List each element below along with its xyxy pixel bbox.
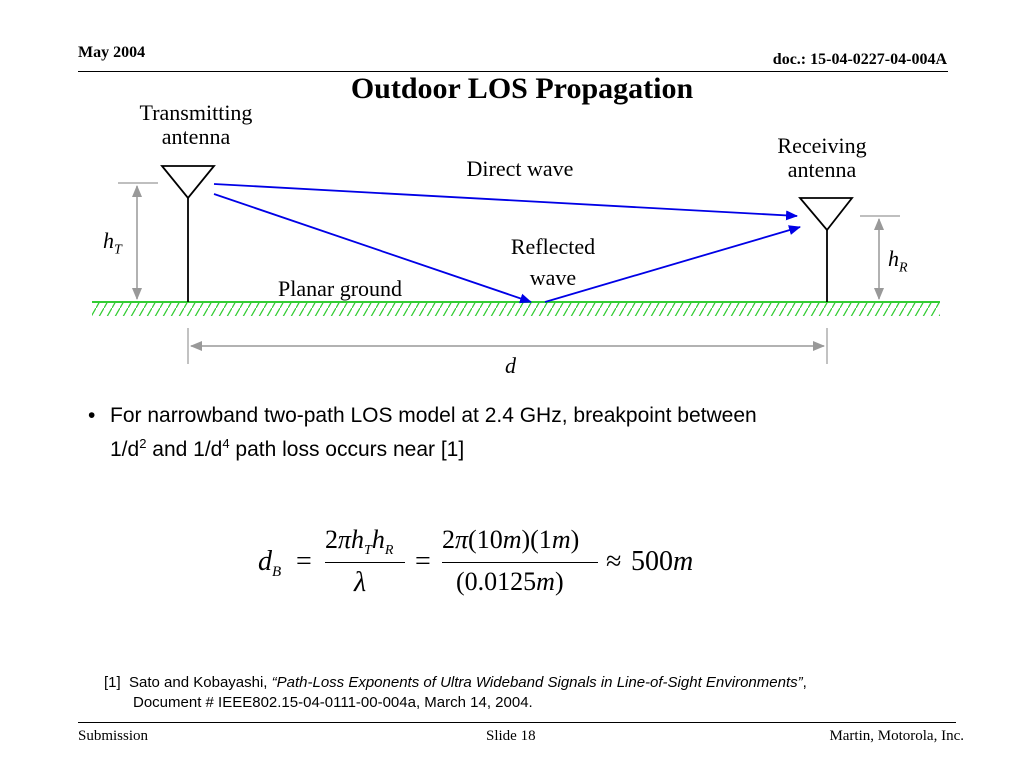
eq-num2-m2: m bbox=[551, 525, 571, 554]
eq-fraction-bar-1 bbox=[325, 562, 405, 563]
rx-height-dimension bbox=[860, 215, 900, 300]
reflected-label-line2: wave bbox=[529, 265, 577, 290]
direct-wave-label: Direct wave bbox=[466, 156, 574, 181]
two-path-diagram bbox=[92, 165, 940, 364]
distance-dimension bbox=[187, 328, 828, 364]
eq-lambda: λ bbox=[354, 567, 367, 598]
eq-equals-2: = bbox=[415, 546, 431, 577]
distance-label: d bbox=[505, 353, 516, 378]
eq-num2-two: 2 bbox=[442, 525, 455, 554]
header-doc-id: doc.: 15-04-0227-04-004A bbox=[772, 51, 947, 68]
eq-num2-close: ) bbox=[570, 525, 580, 554]
rx-antenna-label: Receiving antenna bbox=[742, 134, 902, 182]
rx-height-symbol: h bbox=[888, 246, 899, 271]
eq-num2-m1: m bbox=[502, 525, 522, 554]
tx-antenna-label: Transmitting antenna bbox=[116, 101, 276, 149]
eq-num2-one: )(1 bbox=[521, 525, 552, 554]
planar-ground bbox=[92, 301, 940, 316]
eq-lhs-subscript: B bbox=[272, 564, 282, 580]
eq-num1-pi: π bbox=[338, 525, 352, 554]
bullet-sup-1: 2 bbox=[139, 436, 147, 451]
eq-lhs-symbol: d bbox=[258, 546, 272, 577]
reflected-label-line1: Reflected bbox=[510, 234, 596, 259]
eq-equals-1: = bbox=[296, 546, 312, 577]
tx-label-line2: antenna bbox=[161, 124, 231, 149]
reference-line-1: [1] Sato and Kobayashi, “Path-Loss Expon… bbox=[104, 674, 807, 691]
bullet-sup-2: 4 bbox=[222, 436, 230, 451]
receiving-antenna-icon bbox=[798, 197, 854, 302]
reflected-wave-label: Reflected wave bbox=[473, 231, 633, 293]
eq-den2-m: m bbox=[536, 567, 555, 596]
reference-comma: , bbox=[802, 674, 807, 691]
eq-den2-value: (0.0125 bbox=[456, 567, 537, 596]
direct-wave-arrow bbox=[213, 183, 798, 221]
footer-submission: Submission bbox=[78, 728, 149, 744]
header-date: May 2004 bbox=[78, 44, 146, 61]
bullet-line-1: For narrowband two-path LOS model at 2.4… bbox=[110, 404, 757, 427]
bullet-line-2: 1/d2 and 1/d4 path loss occurs near [1] bbox=[110, 436, 464, 462]
eq-num1-sub2: R bbox=[384, 543, 394, 558]
tx-height-dimension bbox=[118, 182, 158, 300]
planar-ground-label: Planar ground bbox=[277, 276, 403, 301]
eq-num1-h1: h bbox=[351, 525, 365, 554]
bullet-marker: • bbox=[88, 404, 96, 427]
eq-result-unit: m bbox=[673, 546, 694, 577]
eq-num1-h2: h bbox=[371, 525, 385, 554]
eq-denominator-2: (0.0125m) bbox=[456, 567, 564, 597]
eq-num2-ten: (10 bbox=[468, 525, 503, 554]
footer-rule bbox=[78, 722, 956, 723]
tx-height-subscript: T bbox=[114, 242, 122, 258]
eq-num1-sub1: T bbox=[364, 543, 372, 558]
rx-height-label: hR bbox=[888, 246, 908, 276]
eq-denominator-1: λ bbox=[354, 567, 366, 599]
eq-result-value: 500 bbox=[631, 546, 673, 577]
reference-number: [1] bbox=[104, 674, 121, 691]
eq-numerator-2: 2π(10m)(1m) bbox=[442, 525, 579, 555]
transmitting-antenna-icon bbox=[160, 165, 216, 302]
eq-lhs: dB bbox=[258, 546, 281, 581]
eq-numerator-1: 2πhThR bbox=[325, 525, 393, 559]
eq-approx: ≈ bbox=[606, 546, 622, 577]
header-rule bbox=[78, 71, 948, 72]
bullet-text-b: and 1/d bbox=[146, 438, 223, 461]
reflected-wave-arrows bbox=[213, 193, 801, 304]
slide-title: Outdoor LOS Propagation bbox=[350, 72, 694, 105]
eq-num1-two: 2 bbox=[325, 525, 338, 554]
eq-result: 500m bbox=[631, 546, 693, 578]
rx-label-line1: Receiving bbox=[777, 133, 867, 158]
bullet-text-a: 1/d bbox=[110, 438, 140, 461]
eq-num2-pi: π bbox=[455, 525, 469, 554]
rx-height-subscript: R bbox=[899, 260, 908, 276]
tx-height-label: hT bbox=[103, 228, 122, 258]
reference-line-2: Document # IEEE802.15-04-0111-00-004a, M… bbox=[133, 694, 533, 711]
reference-authors: Sato and Kobayashi, bbox=[129, 674, 272, 691]
rx-label-line2: antenna bbox=[787, 157, 857, 182]
tx-label-line1: Transmitting bbox=[139, 100, 253, 125]
footer-author: Martin, Motorola, Inc. bbox=[829, 728, 964, 744]
reference-title: “Path-Loss Exponents of Ultra Wideband S… bbox=[271, 674, 803, 691]
eq-den2-close: ) bbox=[554, 567, 564, 596]
footer-slide-number: Slide 18 bbox=[486, 728, 536, 744]
bullet-text-c: path loss occurs near [1] bbox=[229, 438, 465, 461]
tx-height-symbol: h bbox=[103, 228, 114, 253]
eq-fraction-bar-2 bbox=[442, 562, 598, 563]
